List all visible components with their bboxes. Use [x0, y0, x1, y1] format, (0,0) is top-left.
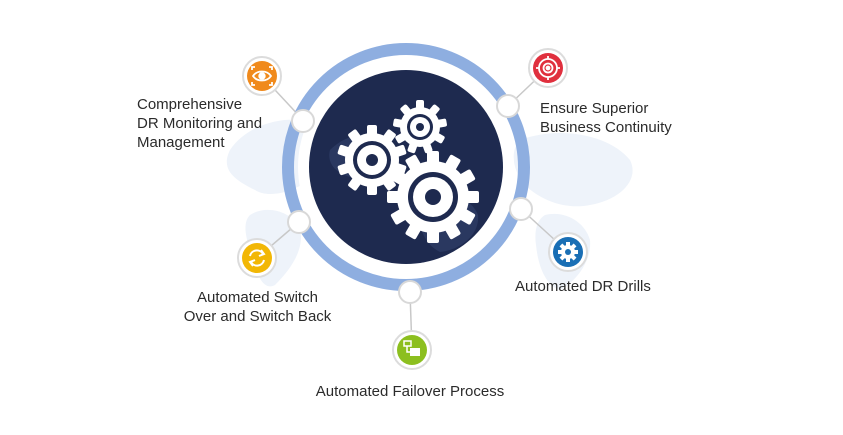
eye-icon	[251, 66, 273, 86]
target-icon	[536, 56, 560, 80]
feature-label-monitoring: Comprehensive DR Monitoring and Manageme…	[137, 96, 263, 151]
refresh-icon	[248, 249, 266, 267]
feature-label-failover: Automated Failover Process	[315, 383, 505, 400]
feature-continuity-badge	[528, 48, 568, 88]
ring-connector-dots	[287, 94, 533, 304]
feature-failover-badge	[392, 330, 432, 370]
feature-label-drills: Automated DR Drills	[515, 278, 651, 295]
feature-label-continuity: Ensure Superior Business Continuity	[540, 100, 672, 136]
gear-icon	[558, 242, 578, 262]
gears-icon	[337, 100, 479, 243]
feature-drills-badge	[548, 232, 588, 272]
failover-icon	[403, 340, 420, 356]
feature-monitor-badge	[242, 56, 282, 96]
feature-label-switch: Automated Switch Over and Switch Back	[183, 289, 332, 325]
feature-switch-badge	[237, 238, 277, 278]
